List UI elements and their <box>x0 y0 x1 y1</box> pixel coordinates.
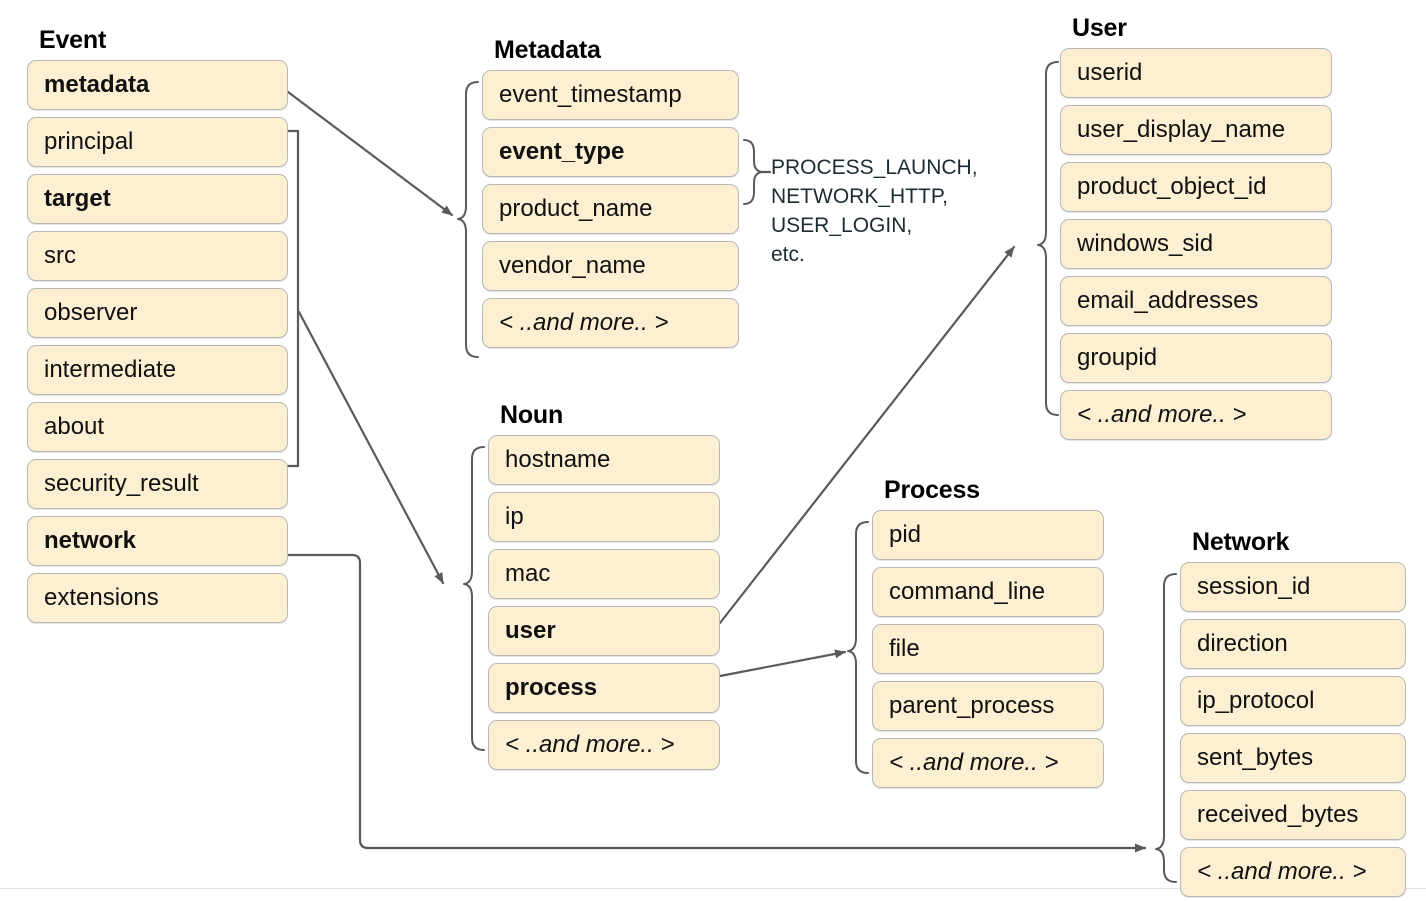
field-list-network: session_id direction ip_protocol sent_by… <box>1180 562 1406 897</box>
brace-noun <box>463 446 485 751</box>
group-title-user: User <box>1072 14 1127 42</box>
group-title-event: Event <box>39 26 107 54</box>
field-event-observer[interactable]: observer <box>27 288 288 338</box>
group-process: Process pid command_line file parent_pro… <box>872 478 1104 788</box>
field-process-file[interactable]: file <box>872 624 1104 674</box>
field-noun-and-more[interactable]: < ..and more.. > <box>488 720 720 770</box>
field-list-process: pid command_line file parent_process < .… <box>872 510 1104 788</box>
event-type-value-3: etc. <box>771 243 805 266</box>
field-metadata-event-timestamp[interactable]: event_timestamp <box>482 70 739 120</box>
field-event-about[interactable]: about <box>27 402 288 452</box>
field-process-and-more[interactable]: < ..and more.. > <box>872 738 1104 788</box>
field-user-windows-sid[interactable]: windows_sid <box>1060 219 1332 269</box>
field-list-noun: hostname ip mac user process < ..and mor… <box>488 435 720 770</box>
field-metadata-product-name[interactable]: product_name <box>482 184 739 234</box>
group-title-noun: Noun <box>500 401 564 429</box>
field-noun-hostname[interactable]: hostname <box>488 435 720 485</box>
field-event-security-result[interactable]: security_result <box>27 459 288 509</box>
field-event-network[interactable]: network <box>27 516 288 566</box>
field-metadata-event-type[interactable]: event_type <box>482 127 739 177</box>
brace-process <box>847 521 869 774</box>
field-metadata-vendor-name[interactable]: vendor_name <box>482 241 739 291</box>
field-noun-process[interactable]: process <box>488 663 720 713</box>
event-type-values-note: PROCESS_LAUNCH, NETWORK_HTTP, USER_LOGIN… <box>771 153 978 269</box>
brace-metadata <box>457 81 479 358</box>
field-process-pid[interactable]: pid <box>872 510 1104 560</box>
connector-process <box>718 649 847 678</box>
field-noun-mac[interactable]: mac <box>488 549 720 599</box>
brace-network <box>1155 573 1177 883</box>
field-process-command-line[interactable]: command_line <box>872 567 1104 617</box>
group-metadata: Metadata event_timestamp event_type prod… <box>482 38 739 348</box>
field-network-direction[interactable]: direction <box>1180 619 1406 669</box>
field-user-product-object-id[interactable]: product_object_id <box>1060 162 1332 212</box>
field-network-session-id[interactable]: session_id <box>1180 562 1406 612</box>
bracket-event-nouns <box>286 129 300 468</box>
field-event-principal[interactable]: principal <box>27 117 288 167</box>
field-process-parent-process[interactable]: parent_process <box>872 681 1104 731</box>
field-user-userid[interactable]: userid <box>1060 48 1332 98</box>
event-type-value-2: USER_LOGIN, <box>771 214 913 237</box>
group-network: Network session_id direction ip_protocol… <box>1180 530 1406 897</box>
field-user-email-addresses[interactable]: email_addresses <box>1060 276 1332 326</box>
group-title-network: Network <box>1192 528 1290 556</box>
group-user: User userid user_display_name product_ob… <box>1060 16 1332 440</box>
event-type-value-1: NETWORK_HTTP, <box>771 185 948 208</box>
field-network-and-more[interactable]: < ..and more.. > <box>1180 847 1406 897</box>
group-title-process: Process <box>884 476 980 504</box>
brace-event-type <box>743 139 763 205</box>
field-event-target[interactable]: target <box>27 174 288 224</box>
connector-noun <box>297 310 445 585</box>
field-user-and-more[interactable]: < ..and more.. > <box>1060 390 1332 440</box>
field-list-event: metadata principal target src observer i… <box>27 60 288 623</box>
event-type-value-0: PROCESS_LAUNCH, <box>771 156 978 179</box>
field-network-received-bytes[interactable]: received_bytes <box>1180 790 1406 840</box>
field-event-intermediate[interactable]: intermediate <box>27 345 288 395</box>
group-title-metadata: Metadata <box>494 36 601 64</box>
field-user-groupid[interactable]: groupid <box>1060 333 1332 383</box>
field-list-user: userid user_display_name product_object_… <box>1060 48 1332 440</box>
field-event-extensions[interactable]: extensions <box>27 573 288 623</box>
field-list-metadata: event_timestamp event_type product_name … <box>482 70 739 348</box>
field-event-metadata[interactable]: metadata <box>27 60 288 110</box>
field-metadata-and-more[interactable]: < ..and more.. > <box>482 298 739 348</box>
field-user-user-display-name[interactable]: user_display_name <box>1060 105 1332 155</box>
field-network-ip-protocol[interactable]: ip_protocol <box>1180 676 1406 726</box>
field-noun-ip[interactable]: ip <box>488 492 720 542</box>
field-noun-user[interactable]: user <box>488 606 720 656</box>
brace-user <box>1037 61 1059 416</box>
group-noun: Noun hostname ip mac user process < ..an… <box>488 403 720 770</box>
field-network-sent-bytes[interactable]: sent_bytes <box>1180 733 1406 783</box>
group-event: Event metadata principal target src obse… <box>27 28 288 623</box>
bottom-divider <box>0 888 1426 889</box>
connector-metadata <box>286 90 454 217</box>
field-event-src[interactable]: src <box>27 231 288 281</box>
